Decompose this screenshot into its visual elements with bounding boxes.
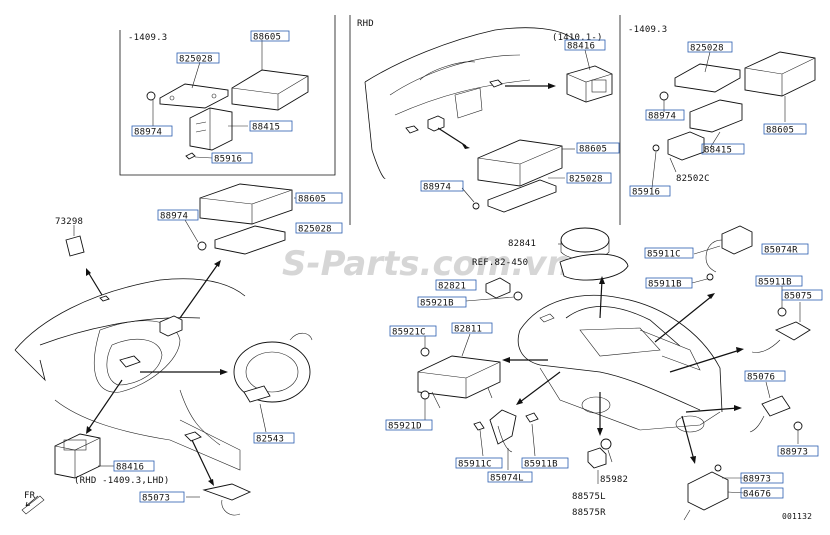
part-88974-b: 88974 [423, 183, 451, 193]
direction-label: FR [24, 491, 36, 501]
part-88575r: 88575R [572, 508, 606, 518]
car-body [502, 276, 744, 464]
rhd-caption: RHD [357, 19, 374, 29]
part-82811: 82811 [454, 325, 482, 335]
part-85076: 85076 [747, 373, 775, 383]
front-direction-indicator [21, 495, 45, 515]
part-85074r: 85074R [764, 246, 798, 256]
part-85916-a: 85916 [214, 155, 242, 165]
part-82502c: 82502C [676, 174, 710, 184]
part-88974-a: 88974 [134, 128, 162, 138]
part-88605-d: 88605 [298, 195, 326, 205]
diagram-id: 001132 [782, 512, 812, 521]
part-88973-a: 88973 [780, 448, 808, 458]
part-85921c: 85921C [392, 328, 426, 338]
part-88415-c: 88415 [704, 146, 732, 156]
part-85911b-a: 85911B [648, 280, 682, 290]
part-825028-a: 825028 [179, 55, 213, 65]
part-85073: 85073 [142, 494, 170, 504]
inset-borders [119, 15, 621, 225]
part-88575l: 88575L [572, 492, 606, 502]
part-88416-a: 88416 [567, 42, 595, 52]
part-88605-a: 88605 [253, 33, 281, 43]
part-85921d: 85921D [388, 422, 422, 432]
left-inset-caption: -1409.3 [128, 33, 167, 43]
rhd-sub-caption: (1410.1-) [552, 33, 603, 43]
main-dashboard [14, 183, 313, 516]
part-825028-b: 825028 [569, 175, 603, 185]
part-73298: 73298 [55, 217, 83, 227]
part-85911b-c: 85911B [524, 460, 558, 470]
part-88605-c: 88605 [766, 126, 794, 136]
part-88974-c: 88974 [648, 112, 676, 122]
part-82543: 82543 [256, 435, 284, 445]
part-85982: 85982 [600, 475, 628, 485]
part-825028-d: 825028 [298, 225, 332, 235]
part-825028-c: 825028 [690, 44, 724, 54]
part-85075: 85075 [784, 292, 812, 302]
part-88415-a: 88415 [252, 123, 280, 133]
right-sensors [683, 225, 811, 521]
part-85916-c: 85916 [632, 188, 660, 198]
part-85921b: 85921B [420, 299, 454, 309]
part-82821: 82821 [438, 282, 466, 292]
part-88973-b: 88973 [743, 475, 771, 485]
left-inset-parts [146, 40, 309, 160]
part-88605-b: 88605 [579, 145, 607, 155]
part-82841: 82841 [508, 239, 536, 249]
part-ref-82-450: REF.82-450 [472, 258, 528, 268]
rhd-inset-parts [364, 27, 613, 213]
labels: -1409.3 RHD -1409.3 (1410.1-) 88605 8250… [24, 19, 823, 521]
part-88974-d: 88974 [160, 212, 188, 222]
part-85074l: 85074L [490, 474, 524, 484]
part-note-rhd-lhd: (RHD -1409.3,LHD) [74, 476, 170, 486]
part-85911c-b: 85911C [458, 460, 492, 470]
watermark: S-Parts.com.vn [282, 244, 571, 284]
airbag-module-area [417, 227, 629, 484]
part-85911b-b: 85911B [758, 278, 792, 288]
right-inset-caption: -1409.3 [628, 25, 667, 35]
part-88416-b: 88416 [116, 463, 144, 473]
right-inset-parts [651, 51, 816, 189]
part-85911c-a: 85911C [647, 250, 681, 260]
part-84676: 84676 [743, 490, 771, 500]
